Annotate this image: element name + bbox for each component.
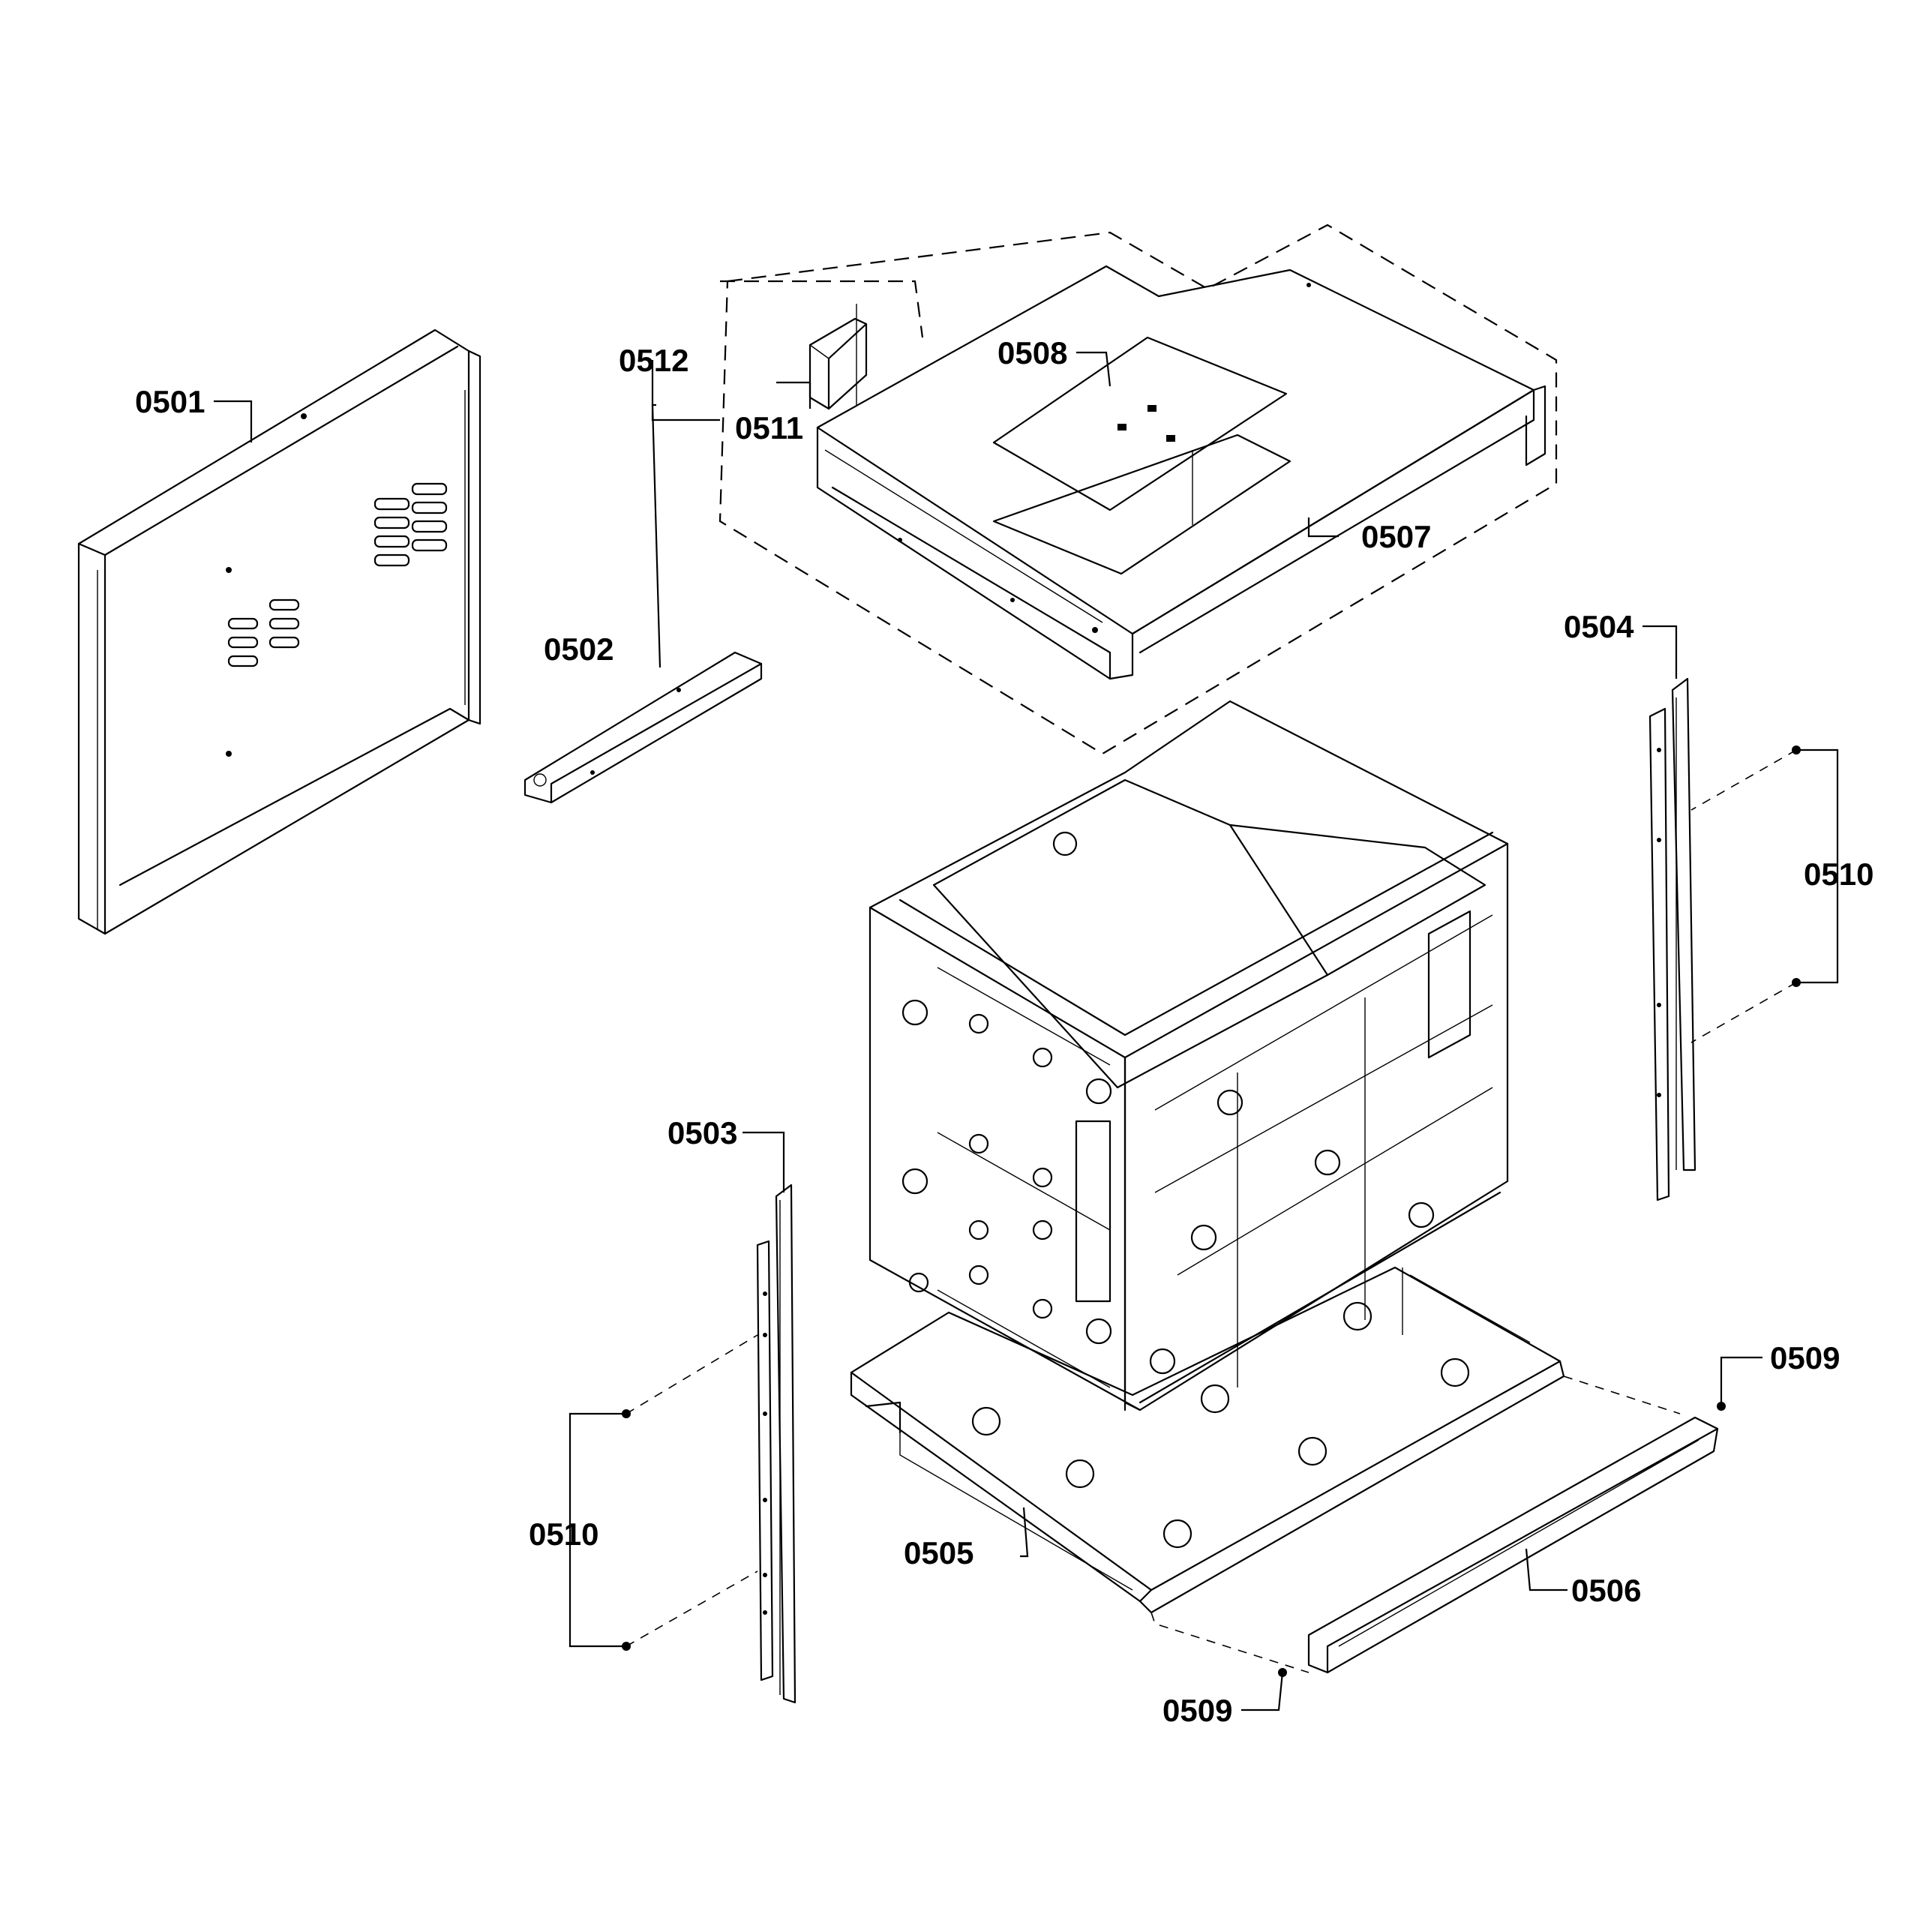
part-labels: 0501 0502 0503 0504 0505 0506 0507 0508 … [135,335,1874,1728]
bottom-front-trim [1307,1416,1719,1674]
label-0502: 0502 [544,632,614,667]
vent-slots [227,482,448,668]
top-assembly-group-outline [718,224,1558,755]
label-0506: 0506 [1571,1573,1641,1608]
leader-lines [214,351,1839,1712]
screw-guide-lines [626,749,1797,1647]
label-0510-left: 0510 [529,1516,598,1552]
trim-guide-line-right [1563,1376,1681,1414]
oven-chassis [868,700,1509,1412]
top-cover [816,265,1546,680]
label-0512: 0512 [619,343,688,378]
label-0510-right: 0510 [1804,856,1874,892]
label-0508: 0508 [998,335,1067,370]
front-trim-bracket [524,651,763,804]
label-0511: 0511 [735,410,803,446]
left-side-panel [77,328,482,935]
label-0509-bottom: 0509 [1162,1693,1232,1728]
side-bolts [902,999,1112,1345]
bottom-plate [850,1266,1565,1614]
bottom-dimples [971,1301,1470,1549]
label-0504: 0504 [1564,609,1634,644]
label-0501: 0501 [135,384,205,419]
label-0507: 0507 [1361,519,1431,554]
trim-guide-line [1150,1612,1310,1673]
floor-bolts [1149,1089,1435,1375]
screw-icons [622,746,1801,1677]
right-front-rail [1648,677,1696,1202]
label-0509-top: 0509 [1770,1340,1840,1376]
label-0505: 0505 [904,1535,974,1570]
left-front-rail [756,1184,796,1704]
mounting-bracket [808,304,868,410]
top-insulation-plate [992,336,1292,575]
label-0503: 0503 [668,1115,737,1150]
